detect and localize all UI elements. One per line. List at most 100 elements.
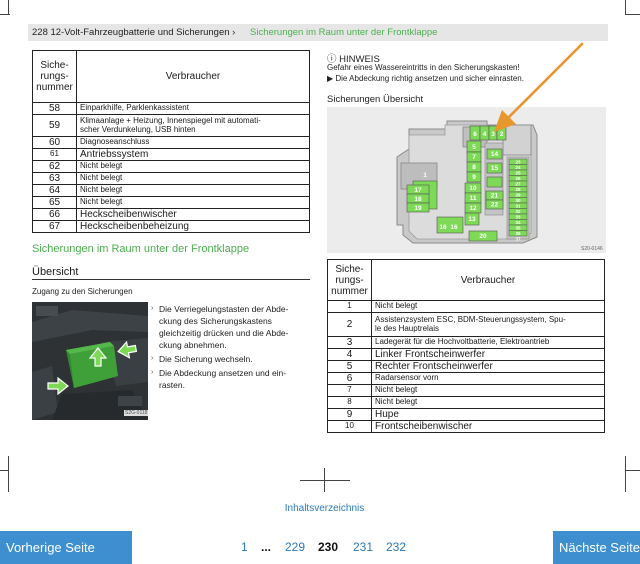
fuse-label: 12: [469, 205, 477, 212]
play-triangle-icon: ▶: [327, 74, 336, 83]
fuse-label: 33: [515, 215, 521, 220]
fuse-number: 7: [327, 384, 372, 397]
fuse-number: 63: [32, 172, 77, 185]
fuse-consumer: Rechter Frontscheinwerfer: [371, 360, 605, 373]
fuse-consumer: Nicht belegt: [371, 396, 605, 409]
fuse-number: 4: [327, 348, 372, 361]
fuse-number: 9: [327, 408, 372, 421]
annotation-arrow-icon: [494, 42, 584, 132]
notice-action: ▶ Die Abdeckung richtig ansetzen und sic…: [327, 74, 524, 83]
fuse-label: 5: [472, 144, 476, 151]
fuse-number: 65: [32, 196, 77, 209]
fuse-label: 20: [479, 233, 487, 240]
breadcrumb-section[interactable]: Sicherungen im Raum unter der Frontklapp…: [250, 27, 438, 38]
fuse-label: 11: [470, 195, 477, 202]
step-text: Die Abdeckung ansetzen und ein- rasten.: [159, 368, 287, 390]
fuse-label: 30: [515, 198, 521, 203]
page-link[interactable]: 231: [353, 540, 374, 554]
crop-mark: [300, 480, 350, 481]
fuse-label: 37: [515, 237, 521, 242]
breadcrumb-chapter[interactable]: 228 12-Volt-Fahrzeugbatterie und Sicheru…: [32, 27, 236, 38]
fuse-label: 29: [515, 193, 521, 198]
engine-bay-photo: [32, 302, 148, 420]
fuse-label: 10: [469, 185, 477, 192]
photo-caption: S2G-0118: [124, 410, 149, 416]
step-text: Die Sicherung wechseln.: [159, 354, 253, 364]
fuse-label: 24: [515, 165, 521, 170]
fuse-consumer: Nicht belegt: [371, 300, 605, 313]
notice-text: Gefahr eines Wassereintritts in den Sich…: [327, 63, 520, 72]
fuse-label: 7: [472, 154, 476, 161]
fuse-label: 26: [515, 176, 521, 181]
fuse-label: 19: [414, 205, 422, 212]
crop-mark: [625, 14, 640, 15]
breadcrumb-bar: [28, 24, 608, 41]
fuse-consumer: Antriebssystem: [76, 148, 310, 161]
page-link[interactable]: 1: [241, 540, 248, 554]
breadcrumb-arrow: [600, 24, 608, 40]
next-page-button[interactable]: Nächste Seite: [553, 531, 640, 564]
step-text: Die Verriegelungstasten der Abde- ckung …: [159, 304, 289, 350]
fuse-consumer: Diagnoseanschluss: [76, 136, 310, 149]
fuse-consumer: Ladegerät für die Hochvoltbatterie, Elek…: [371, 336, 605, 349]
step-marker-icon: ›: [151, 305, 154, 312]
fuse-label: 14: [491, 151, 499, 158]
fuse-consumer: Linker Frontscheinwerfer: [371, 348, 605, 361]
crop-mark: [625, 456, 626, 492]
fuse-consumer: Nicht belegt: [76, 160, 310, 173]
fuse-consumer: Hupe: [371, 408, 605, 421]
fuse-label: 34: [515, 220, 521, 225]
page-link[interactable]: 229: [285, 540, 306, 554]
fuse-number: 2: [327, 312, 372, 337]
fuse-label: 35: [515, 226, 521, 231]
crop-mark: [8, 456, 9, 492]
fuse-number: 8: [327, 396, 372, 409]
notice-icon: ⓘ: [327, 54, 340, 65]
fuse-label: 36: [515, 231, 521, 236]
col-header-consumer: Verbraucher: [371, 259, 605, 301]
fuse-box-diagram: 6 4 3 2 5 7 8 9 10 11 12 13 14 15 16 16 …: [327, 107, 606, 253]
fuse-number: 10: [327, 420, 372, 433]
current-page: 230: [318, 540, 339, 554]
previous-page-button[interactable]: Vorherige Seite: [0, 531, 132, 564]
fuse-consumer: Nicht belegt: [76, 184, 310, 197]
fuse-label: 13: [468, 216, 476, 223]
divider: [32, 279, 310, 280]
fuse-number: 58: [32, 102, 77, 115]
fuse-label: 27: [515, 182, 521, 187]
step-marker-icon: ›: [151, 355, 154, 362]
instruction-list: › Die Verriegelungstasten der Abde- ckung…: [151, 303, 306, 393]
section-title: Sicherungen im Raum unter der Frontklapp…: [32, 243, 250, 255]
fuse-label: 28: [515, 187, 521, 192]
overview-title: Sicherungen Übersicht: [327, 94, 424, 105]
list-item: ›Die Abdeckung ansetzen und ein- rasten.: [151, 367, 306, 391]
page-link[interactable]: 232: [386, 540, 407, 554]
notice-title-text: HINWEIS: [339, 54, 380, 65]
fuse-number: 59: [32, 114, 77, 137]
table-of-contents-link[interactable]: Inhaltsverzeichnis: [284, 503, 365, 514]
fuse-number: 60: [32, 136, 77, 149]
fuse-label: 8: [472, 164, 476, 171]
fuse-number: 67: [32, 220, 77, 233]
fuse-consumer: Nicht belegt: [371, 384, 605, 397]
page-ellipsis: ...: [261, 540, 272, 554]
notice-title: ⓘ HINWEIS: [327, 51, 380, 65]
access-label: Zugang zu den Sicherungen: [32, 287, 133, 296]
fuse-consumer: Radarsensor vorn: [371, 372, 605, 385]
subsection-title: Übersicht: [32, 266, 79, 278]
fuse-label: 31: [515, 204, 521, 209]
fuse-label: 25: [515, 171, 521, 176]
fuse-label: 2: [500, 131, 504, 138]
diagram-caption: S20-0146: [581, 246, 603, 252]
